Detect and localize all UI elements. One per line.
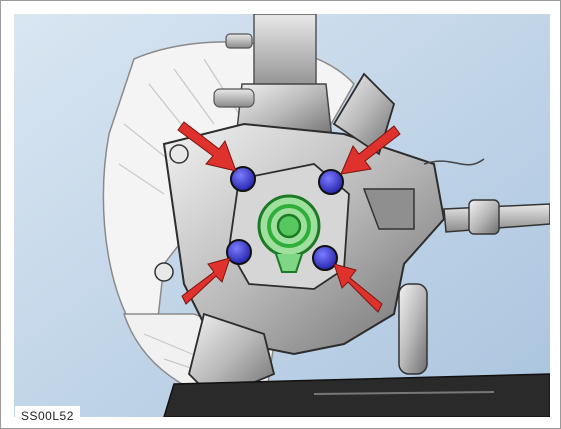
mount-hole-left bbox=[169, 144, 189, 164]
arrow-icon bbox=[340, 125, 401, 175]
diagram-illustration bbox=[14, 14, 550, 417]
bolt-icon bbox=[230, 166, 256, 192]
bolt-lower-left bbox=[226, 239, 252, 265]
strut-tube bbox=[253, 14, 317, 95]
bolt-icon bbox=[318, 169, 344, 195]
bolt-icon bbox=[312, 245, 338, 271]
abs-wire bbox=[423, 158, 485, 166]
tie-rod-end bbox=[468, 199, 500, 235]
ball-joint-stud bbox=[398, 283, 428, 375]
hub-nut-icon bbox=[257, 194, 321, 273]
bolt-upper-left bbox=[230, 166, 256, 192]
bolt-lower-right bbox=[312, 245, 338, 271]
knuckle-upper-arm bbox=[332, 72, 396, 156]
bolt-icon bbox=[226, 239, 252, 265]
bolt-upper-right bbox=[318, 169, 344, 195]
knuckle-cutout bbox=[362, 188, 415, 230]
arrow-icon bbox=[177, 121, 237, 172]
arrow-icon bbox=[181, 257, 231, 305]
reference-code-label: SS00L52 bbox=[15, 406, 80, 426]
strut-pin bbox=[213, 88, 255, 108]
arrow-icon bbox=[333, 263, 383, 313]
lower-control-arm bbox=[163, 373, 550, 417]
hose-fitting bbox=[225, 33, 253, 49]
mount-hole-lower bbox=[154, 262, 174, 282]
